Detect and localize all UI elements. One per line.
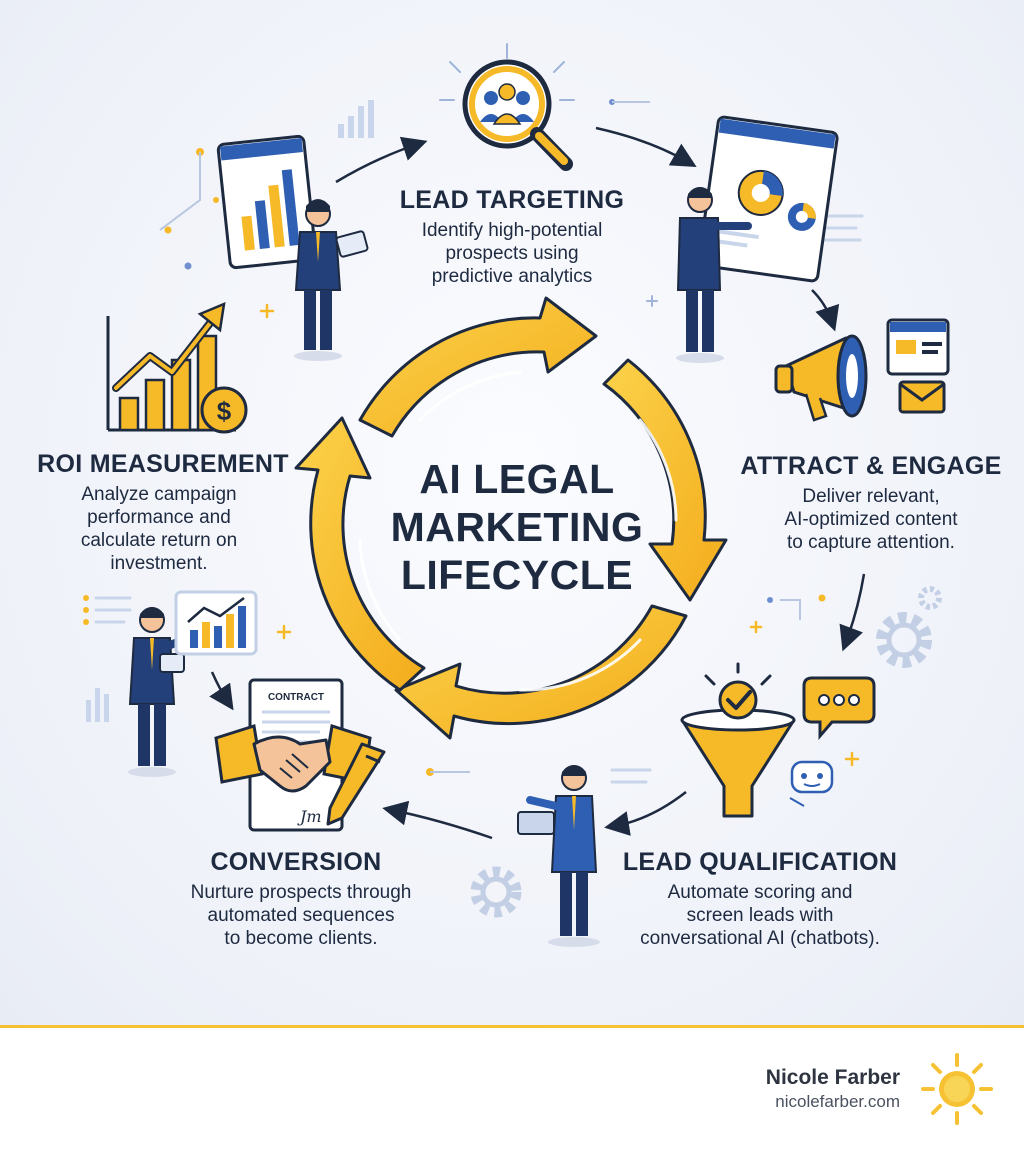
arrow-conversion-left [382,800,493,840]
decorative-marks [83,43,864,784]
desc-line: AI-optimized content [784,509,958,530]
arrow-conversion-to-roi [209,671,234,711]
envelope-icon [898,380,946,414]
chat-bubble-icon [802,676,876,741]
laptop-person-icon [517,765,600,947]
ring-arrow-bottom [394,604,688,740]
trend-chart-icon [174,590,258,656]
center-title-line: AI LEGAL [419,456,615,502]
sun-logo-icon [921,1053,993,1125]
stage-title-roi-measurement: ROI MEASUREMENT [37,450,289,478]
presenter-person-icon [676,187,752,363]
gear-icon [470,866,522,918]
stage-desc-lead-qualification: Automate scoring and screen leads with c… [600,881,920,950]
desc-line: Analyze campaign [81,484,237,505]
stage-desc-conversion: Nurture prospects through automated sequ… [156,881,446,950]
footer [0,1028,1024,1154]
arrow-targeting-to-engage [595,126,697,168]
megaphone-icon [774,334,868,422]
arrow-engage-to-qualification [839,573,866,652]
desc-line: predictive analytics [431,266,593,287]
stage-title-attract-engage: ATTRACT & ENGAGE [740,452,1002,480]
desc-line: automated sequences [207,905,395,926]
desc-line: performance and [87,507,231,528]
desc-line: Deliver relevant, [802,486,940,507]
connector-arrows [209,126,866,840]
brand-name: Nicole Farber [765,1066,900,1089]
desc-line: to capture attention. [787,532,955,553]
desc-line: screen leads with [686,905,834,926]
pointing-person-icon [128,607,196,777]
arrow-roi-to-targeting [335,136,428,184]
content-card-icon [886,318,950,376]
infographic-canvas [0,0,1024,1026]
arrow-qualification-to-conversion [604,791,687,836]
desc-line: calculate return on [80,530,238,551]
center-title-line: MARKETING [390,504,644,550]
stage-desc-attract-engage: Deliver relevant, AI-optimized content t… [736,485,1006,554]
desc-line: Automate scoring and [667,882,853,903]
chatbot-icon [789,760,834,807]
stage-desc-roi-measurement: Analyze campaign performance and calcula… [44,483,274,575]
desc-line: to become clients. [224,928,378,949]
dollar-sign: $ [217,396,232,426]
center-title-line: LIFECYCLE [400,552,634,598]
analytics-dashboard-icon [216,134,318,270]
presentation-screen-icon [697,115,839,283]
contract-label: CONTRACT [268,692,324,703]
ring-arrow-top [358,296,598,438]
funnel-check-icon [680,662,796,818]
desc-line: Nurture prospects through [190,882,412,903]
gear-icon [918,586,942,610]
desc-line: Identify high-potential [421,220,603,241]
magnifier-people-icon [462,59,573,171]
footer-divider [0,1025,1024,1028]
desc-line: investment. [110,553,208,574]
stage-title-conversion: CONVERSION [210,848,382,876]
pen-icon [326,742,386,826]
brand-url[interactable]: nicolefarber.com [775,1092,900,1111]
ring-arrow-left [294,416,426,692]
lifecycle-diagram: $ [83,43,950,947]
gear-icon [876,612,932,668]
dollar-coin-icon [200,386,248,434]
signature: Jm [297,807,322,826]
arrow-engage-down [811,289,840,332]
desc-line: conversational AI (chatbots). [640,928,880,949]
center-title: AI LEGAL MARKETING LIFECYCLE [372,455,662,599]
growth-chart-coin-icon: $ [106,301,248,434]
desc-line: prospects using [445,243,579,264]
stage-desc-lead-targeting: Identify high-potential prospects using … [372,219,652,288]
stage-title-lead-qualification: LEAD QUALIFICATION [622,848,898,876]
business-person-icon [294,199,369,361]
stage-title-lead-targeting: LEAD TARGETING [399,186,625,214]
